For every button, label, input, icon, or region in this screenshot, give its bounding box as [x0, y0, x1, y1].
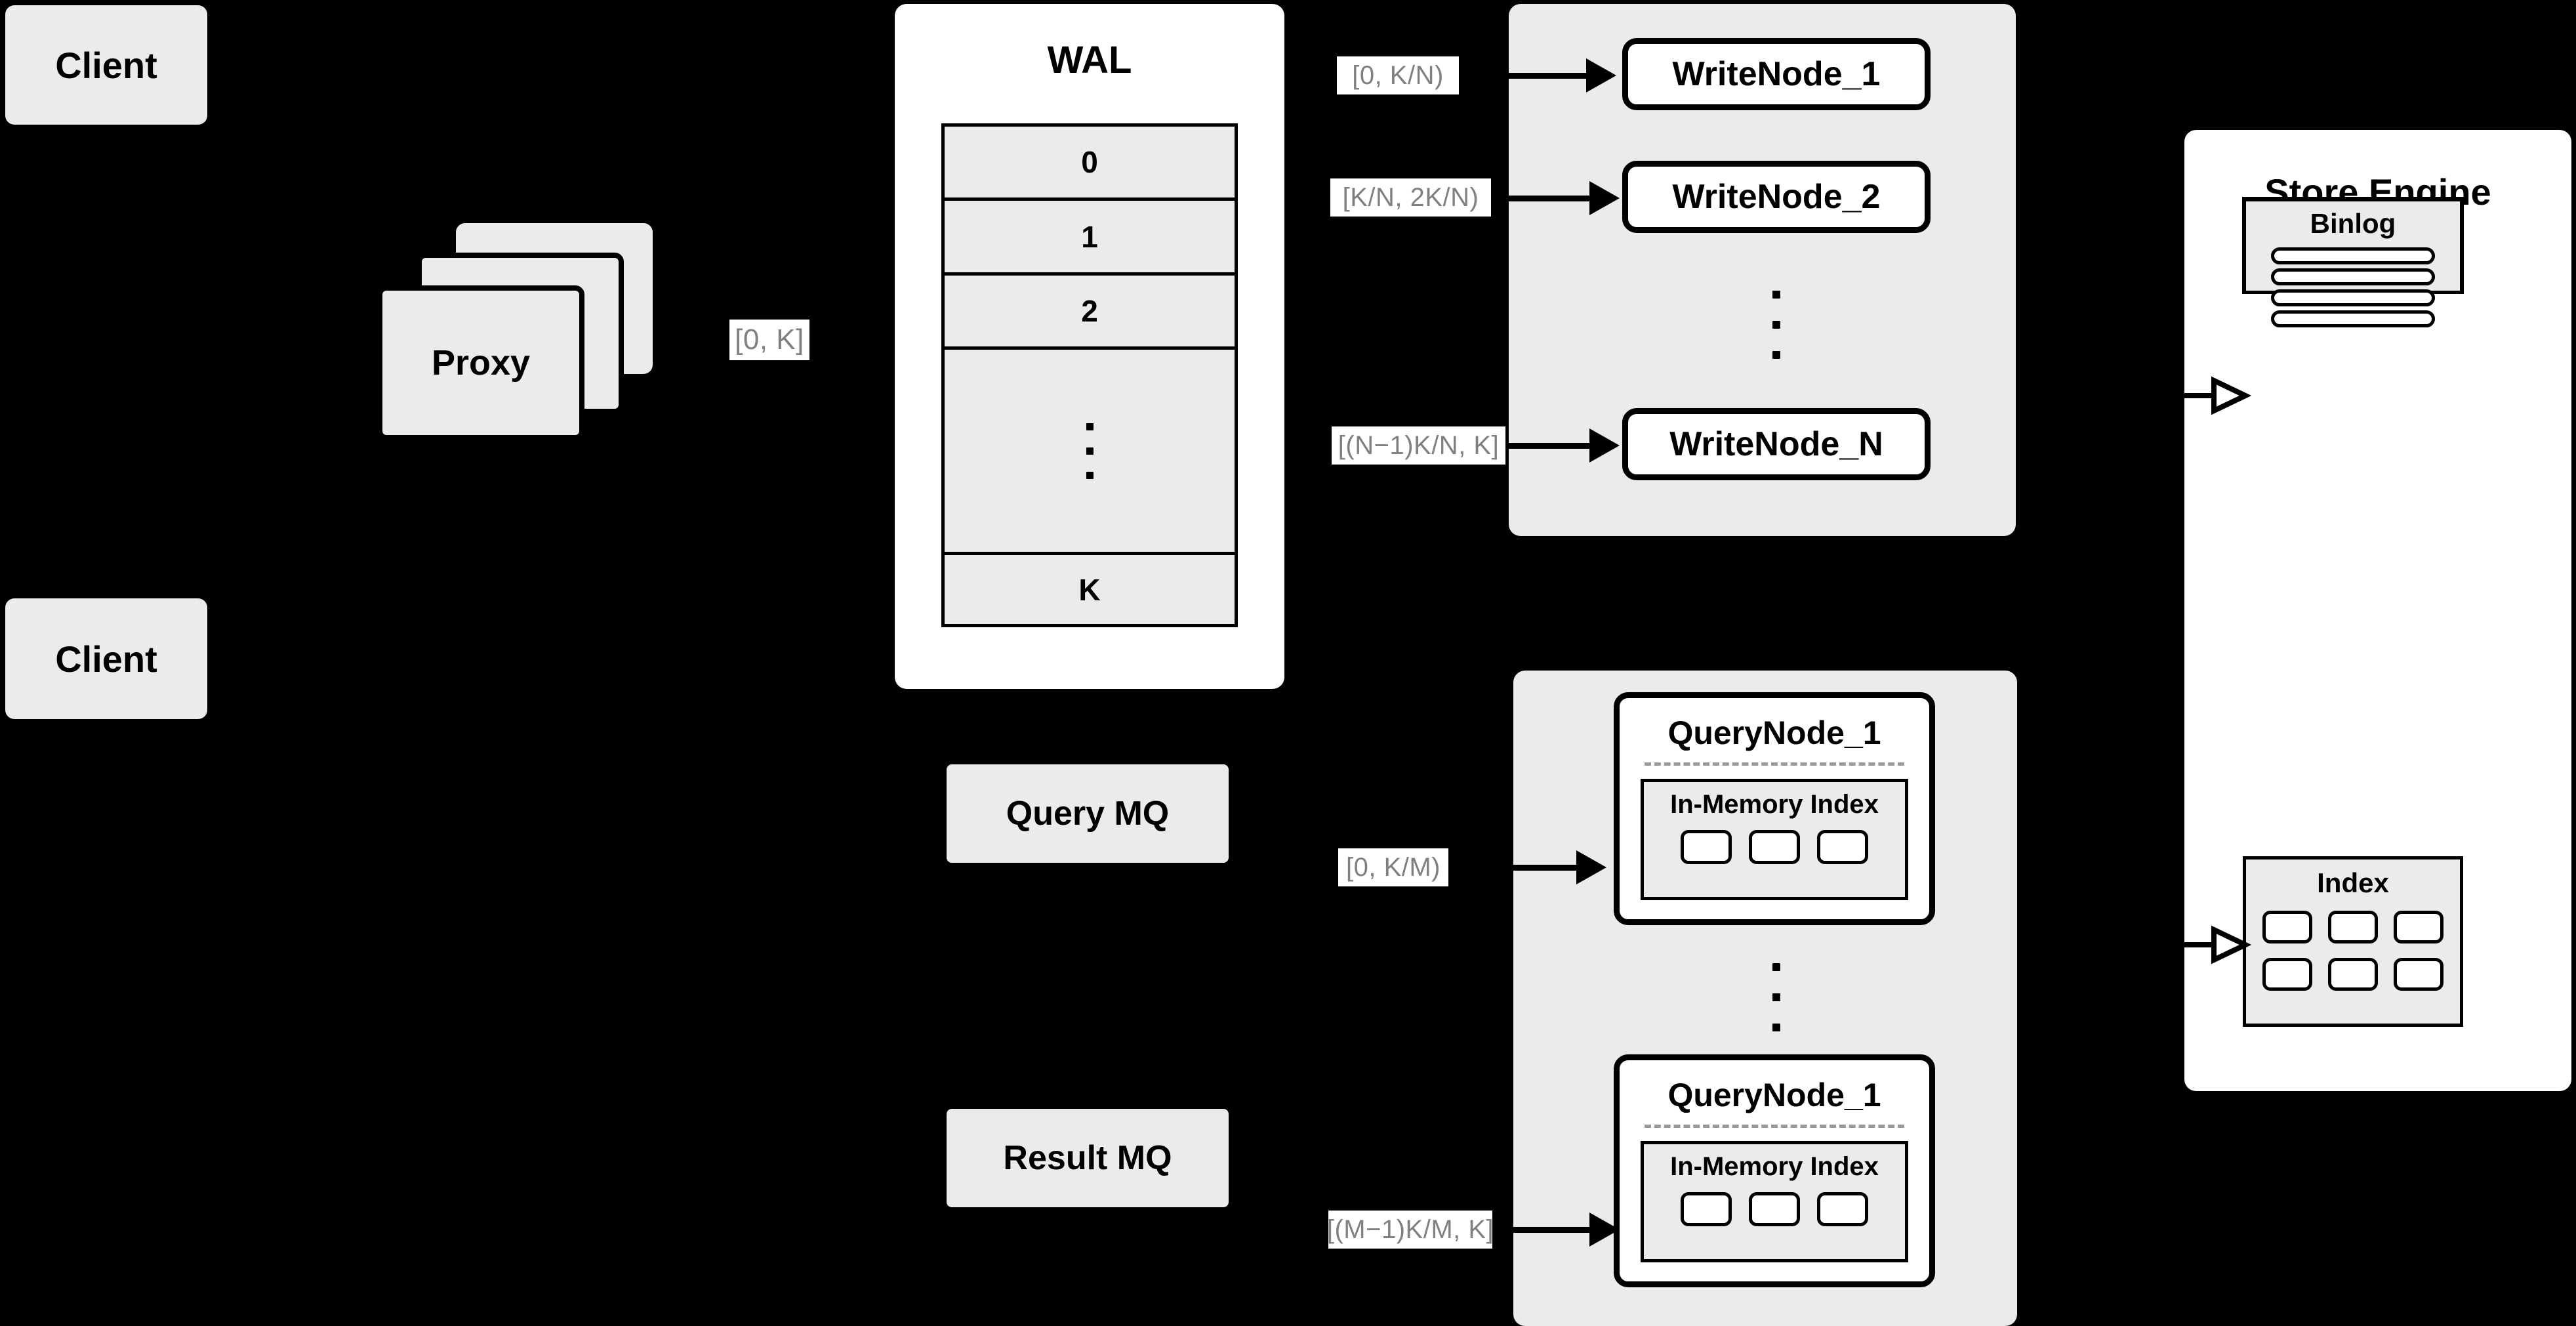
client-label: Client [55, 638, 157, 680]
vertical-ellipsis-icon [1086, 415, 1094, 487]
range-text: [(N−1)K/N, K] [1338, 430, 1500, 460]
write-node-label: WriteNode_2 [1672, 178, 1881, 216]
wal-cell-value: 0 [1081, 145, 1098, 179]
write-node-label: WriteNode_1 [1672, 55, 1881, 93]
store-index-slot[interactable] [2262, 958, 2312, 991]
index-slot[interactable] [1681, 830, 1732, 864]
in-memory-index-box-2: In-Memory Index [1641, 1141, 1908, 1262]
query-node-divider [1645, 1125, 1904, 1128]
client-box-2[interactable]: Client [5, 598, 207, 719]
query-node-1-range-label: [0, K/M) [1338, 848, 1448, 886]
wal-cell-value: K [1078, 572, 1101, 607]
query-node-label: QueryNode_1 [1667, 1077, 1881, 1113]
proxy-range-text: [0, K] [735, 323, 804, 356]
index-slot[interactable] [1749, 830, 1800, 864]
wal-row[interactable]: 2 [945, 276, 1235, 350]
store-index-slot[interactable] [2394, 958, 2443, 991]
write-node-n[interactable]: WriteNode_N [1622, 408, 1931, 480]
result-mq-box[interactable]: Result MQ [947, 1109, 1229, 1207]
query-node-m-range-label: [(M−1)K/M, K] [1326, 1211, 1494, 1249]
result-mq-label: Result MQ [1003, 1139, 1172, 1177]
range-text: [K/N, 2K/N) [1342, 182, 1479, 212]
store-index-container: Index [2243, 856, 2463, 1027]
wal-row[interactable]: 1 [945, 201, 1235, 276]
in-memory-index-title: In-Memory Index [1670, 1152, 1879, 1181]
query-mq-box[interactable]: Query MQ [947, 764, 1229, 863]
binlog-bar[interactable] [2271, 247, 2435, 264]
arrow-to-query-node-m [1494, 1212, 1625, 1247]
arrow-to-store-index [2181, 922, 2253, 968]
wal-title: WAL [1047, 39, 1132, 81]
client-box-1[interactable]: Client [5, 5, 207, 125]
wal-row[interactable]: 0 [945, 127, 1235, 201]
in-memory-index-box-1: In-Memory Index [1641, 779, 1908, 900]
wal-cell-value: 1 [1081, 219, 1098, 254]
write-node-2-range-label: [K/N, 2K/N) [1330, 178, 1491, 217]
proxy-label: Proxy [431, 343, 531, 383]
index-slot[interactable] [1681, 1192, 1732, 1226]
write-node-1-range-label: [0, K/N) [1337, 56, 1459, 94]
query-mq-label: Query MQ [1006, 795, 1170, 833]
arrow-to-write-node-n [1509, 428, 1633, 463]
binlog-bar[interactable] [2271, 289, 2435, 306]
write-node-1[interactable]: WriteNode_1 [1622, 38, 1931, 110]
index-slot[interactable] [1749, 1192, 1800, 1226]
arrow-to-write-node-2 [1494, 181, 1632, 215]
store-index-slot[interactable] [2394, 911, 2443, 943]
binlog-title: Binlog [2310, 208, 2396, 239]
proxy-stack[interactable]: Proxy [377, 217, 685, 440]
wal-table: 0 1 2 K [941, 123, 1238, 627]
store-index-slot[interactable] [2262, 911, 2312, 943]
write-node-n-range-label: [(N−1)K/N, K] [1332, 426, 1505, 465]
write-node-label: WriteNode_N [1669, 425, 1883, 463]
query-node-divider [1645, 762, 1904, 766]
wal-row-ellipsis [945, 350, 1235, 555]
proxy-range-label: [0, K] [729, 320, 809, 360]
store-index-slot[interactable] [2328, 911, 2378, 943]
client-label: Client [55, 44, 157, 86]
wal-row[interactable]: K [945, 555, 1235, 624]
query-node-1[interactable]: QueryNode_1 In-Memory Index [1614, 692, 1935, 925]
range-text: [0, K/N) [1352, 60, 1444, 90]
arrow-to-query-node-1 [1448, 850, 1619, 884]
query-node-label: QueryNode_1 [1667, 715, 1881, 751]
in-memory-index-title: In-Memory Index [1670, 790, 1879, 819]
range-text: [0, K/M) [1345, 852, 1441, 882]
range-text: [(M−1)K/M, K] [1326, 1214, 1494, 1244]
write-cluster-ellipsis-icon [1762, 272, 1791, 377]
arrow-to-write-node-1 [1462, 58, 1625, 93]
proxy-card-front[interactable]: Proxy [377, 285, 584, 440]
arrow-to-binlog [2181, 373, 2253, 419]
index-slot[interactable] [1817, 1192, 1868, 1226]
index-slot[interactable] [1817, 830, 1868, 864]
query-cluster-ellipsis-icon [1762, 945, 1791, 1050]
store-index-title: Index [2317, 867, 2389, 898]
binlog-bar[interactable] [2271, 268, 2435, 285]
store-index-slot[interactable] [2328, 958, 2378, 991]
query-node-m[interactable]: QueryNode_1 In-Memory Index [1614, 1054, 1935, 1287]
write-node-2[interactable]: WriteNode_2 [1622, 161, 1931, 233]
binlog-bar[interactable] [2271, 310, 2435, 327]
binlog-container: Binlog [2243, 198, 2463, 327]
wal-cell-value: 2 [1081, 294, 1098, 328]
